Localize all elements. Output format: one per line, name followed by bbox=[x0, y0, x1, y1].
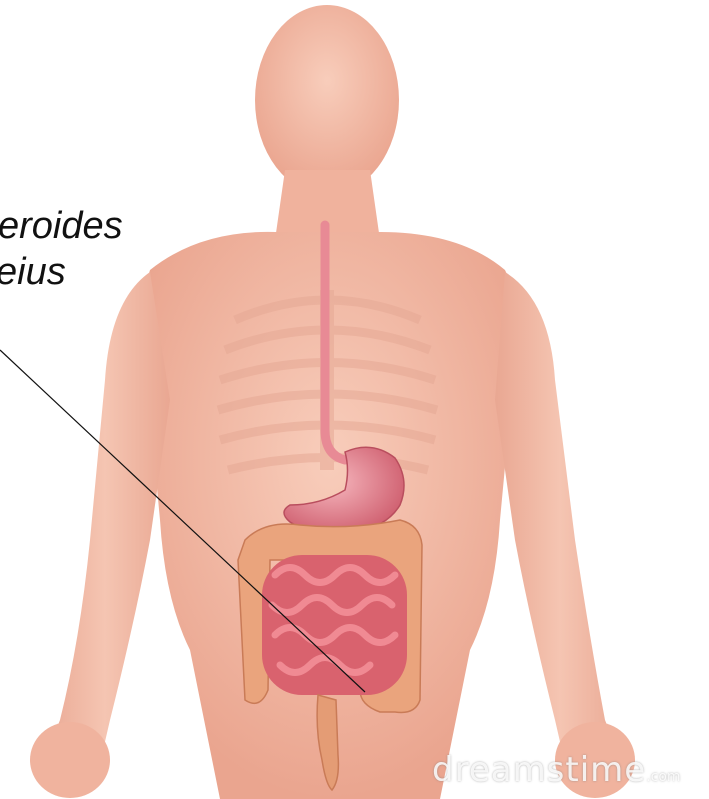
watermark: dreamstime.com bbox=[432, 750, 681, 790]
left-arm bbox=[40, 272, 170, 785]
small-intestine bbox=[262, 555, 407, 695]
annotation-label-line-1: eroides bbox=[0, 206, 123, 246]
annotation-label-line-2: eius bbox=[0, 252, 66, 292]
left-hand bbox=[30, 722, 110, 798]
head bbox=[255, 5, 399, 195]
watermark-suffix: .com bbox=[646, 769, 680, 785]
watermark-brand: dreamstime bbox=[432, 750, 646, 790]
right-arm bbox=[495, 272, 625, 785]
